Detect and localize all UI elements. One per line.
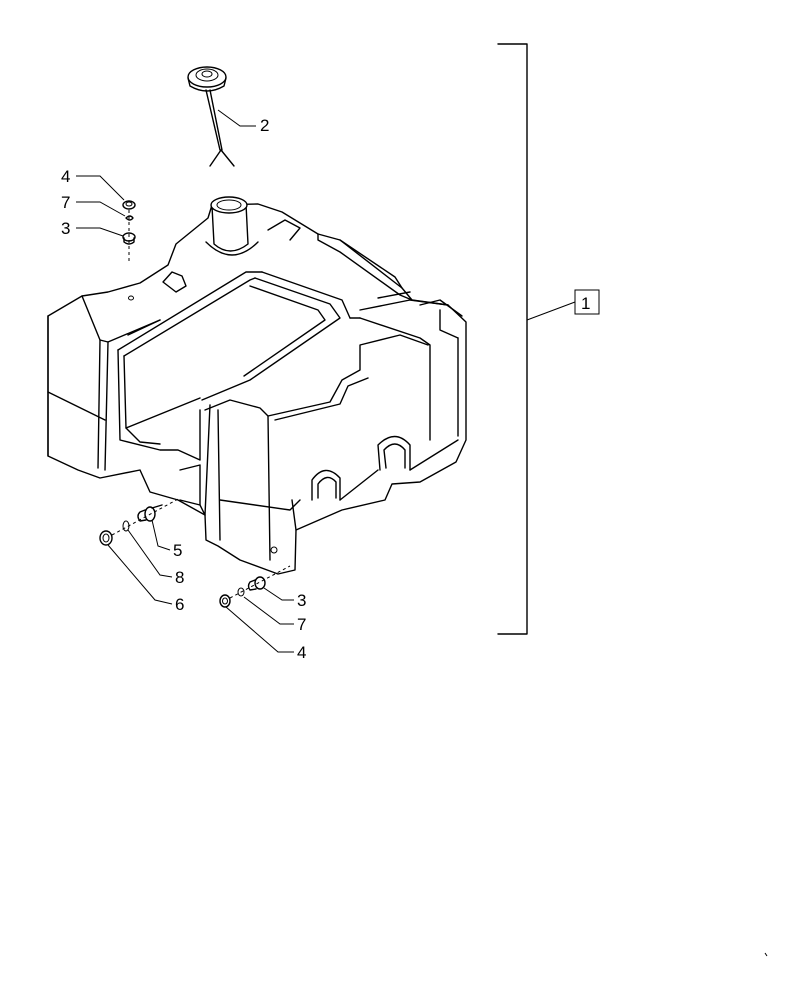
bolt-bottom: [247, 576, 266, 591]
callout-2: 2: [260, 116, 269, 135]
fuel-tank: [47, 203, 467, 575]
washer-bottom: [237, 587, 245, 597]
washer-top: [125, 215, 134, 221]
filler-neck: [205, 196, 259, 256]
leader-6: [107, 544, 173, 605]
leader-1: [526, 301, 576, 321]
leader-7-bottom: [243, 596, 294, 625]
callout-3-top: 3: [61, 219, 70, 238]
nut-top: [122, 200, 136, 210]
callout-4-top: 4: [61, 167, 70, 186]
axis-line-drain: [111, 497, 181, 536]
drain-nut: [99, 530, 113, 546]
leader-8: [127, 529, 173, 578]
nut-bottom: [219, 594, 231, 608]
callout-6: 6: [175, 595, 184, 614]
callout-7-top: 7: [61, 193, 70, 212]
corner-mark: [764, 952, 768, 957]
assembly-bracket: [497, 43, 528, 635]
callout-box-1: [574, 289, 600, 315]
axis-line-bottom: [229, 565, 291, 599]
drain-plug: [137, 504, 163, 522]
callout-3-bottom: 3: [297, 591, 306, 610]
leader-7-top: [76, 201, 126, 217]
callout-8: 8: [175, 568, 184, 587]
leader-3-bottom: [263, 587, 294, 601]
leader-3-top: [76, 227, 124, 237]
leader-2: [217, 109, 256, 127]
callout-7-bottom: 7: [297, 615, 306, 634]
leader-4-top: [76, 175, 125, 201]
filler-cap-with-strap: [187, 66, 235, 167]
callout-1: 1: [581, 294, 590, 313]
callout-4-bottom: 4: [297, 643, 306, 662]
leader-5: [151, 519, 171, 551]
callout-5: 5: [173, 541, 182, 560]
leader-4-bottom: [225, 606, 294, 653]
